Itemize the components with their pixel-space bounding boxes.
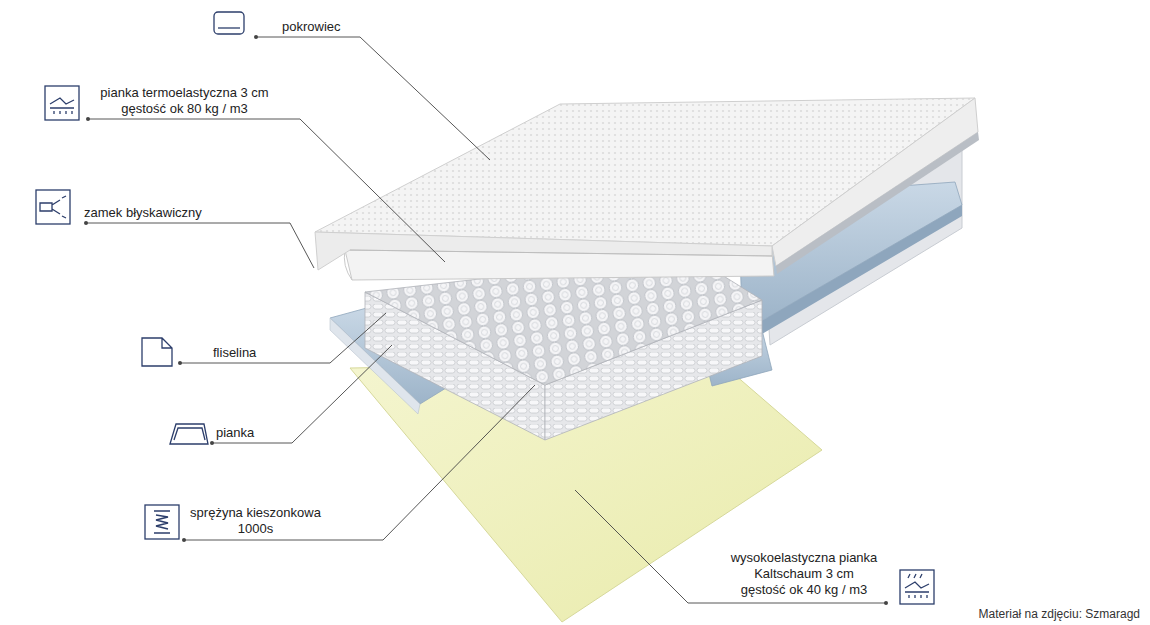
icons [36,12,934,604]
callout-label: pokrowiec [282,19,341,35]
callout-label: pianka [216,425,254,441]
leader-lines [86,37,886,603]
callout-label: zamek błyskawiczny [84,205,202,221]
photo-note: Materiał na zdjęciu: Szmaragd [979,606,1140,622]
callout-label: wysokoelastyczna pianka Kaltschaum 3 cm … [730,550,878,598]
callout-label: fliselina [213,345,256,361]
callout-label: sprężyna kieszonkowa 1000s [183,505,328,537]
callout-label: pianka termoelastyczna 3 cm gęstość ok 8… [92,85,277,117]
leader-dots [84,35,888,605]
